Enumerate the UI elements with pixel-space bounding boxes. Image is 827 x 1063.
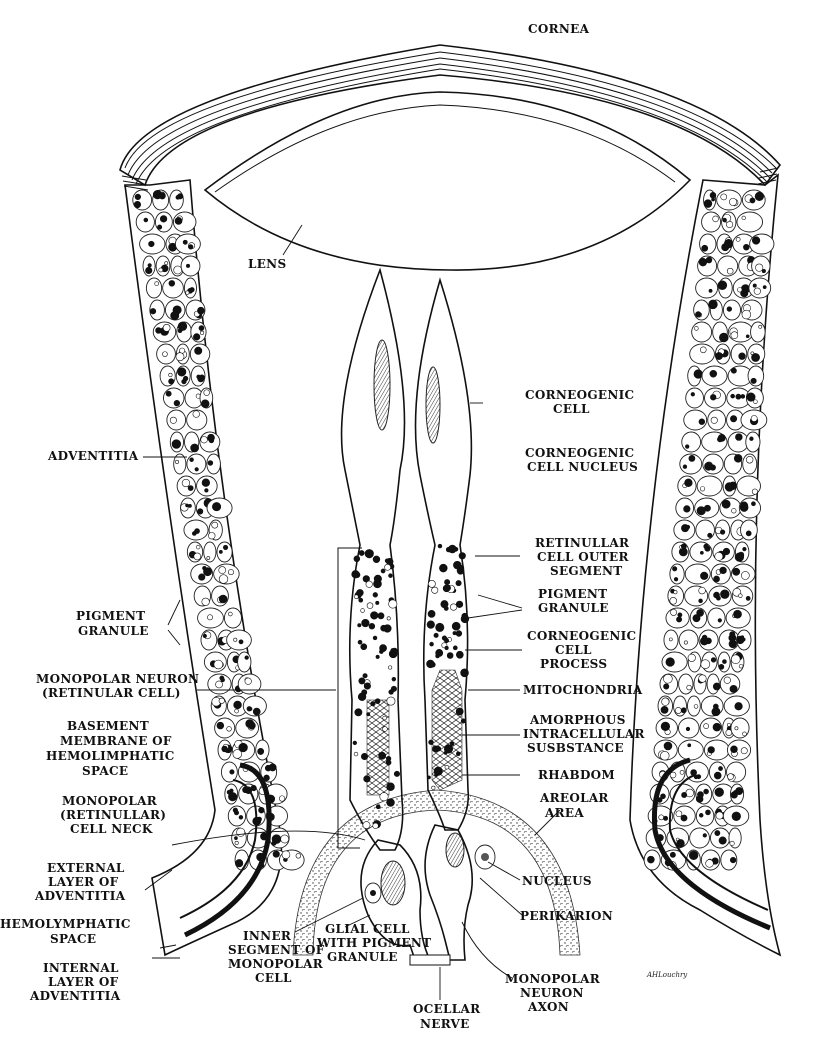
svg-text:AMORPHOUS: AMORPHOUS xyxy=(529,713,626,727)
svg-text:MEMBRANE OF: MEMBRANE OF xyxy=(60,734,172,748)
svg-text:PIGMENT: PIGMENT xyxy=(76,609,145,623)
svg-text:CORNEOGENIC: CORNEOGENIC xyxy=(525,446,634,460)
svg-text:(RETINULAR CELL): (RETINULAR CELL) xyxy=(42,686,181,700)
svg-text:GRANULE: GRANULE xyxy=(327,950,398,964)
hemolymphatic-space-left xyxy=(183,762,272,938)
lens xyxy=(203,91,692,271)
svg-text:OCELLAR: OCELLAR xyxy=(413,1002,481,1016)
svg-text:NEURON: NEURON xyxy=(520,986,584,1000)
label-external-layer: EXTERNAL LAYER OF ADVENTITIA xyxy=(34,861,126,903)
svg-text:ADVENTITIA: ADVENTITIA xyxy=(34,889,126,903)
svg-text:(RETINULLAR): (RETINULLAR) xyxy=(60,808,166,822)
label-pigment-granule-right: PIGMENT GRANULE xyxy=(538,587,609,615)
label-retinullar-outer: RETINULLAR CELL OUTER SEGMENT xyxy=(535,536,630,578)
svg-text:AREA: AREA xyxy=(544,806,584,820)
label-monopolar-neuron: MONOPOLAR NEURON (RETINULAR CELL) xyxy=(36,672,199,700)
label-inner-segment: INNER SEGMENT OF MONOPOLAR CELL xyxy=(228,929,325,985)
label-corneogenic-cell: CORNEOGENIC CELL xyxy=(525,388,634,416)
svg-text:CORNEOGENIC: CORNEOGENIC xyxy=(525,388,634,402)
perikarya xyxy=(360,824,496,966)
svg-text:HEMOLIMPHATIC: HEMOLIMPHATIC xyxy=(46,749,175,763)
svg-text:ADVENTITIA: ADVENTITIA xyxy=(29,989,121,1003)
svg-text:GRANULE: GRANULE xyxy=(538,601,609,615)
svg-text:BASEMENT: BASEMENT xyxy=(67,719,149,733)
label-rhabdom: RHABDOM xyxy=(538,768,615,782)
svg-text:EXTERNAL: EXTERNAL xyxy=(47,861,125,875)
svg-text:SEGMENT: SEGMENT xyxy=(550,564,623,578)
svg-text:SUSBSTANCE: SUSBSTANCE xyxy=(527,741,624,755)
svg-text:INTRACELLULAR: INTRACELLULAR xyxy=(523,727,646,741)
label-areolar-area: AREOLAR AREA xyxy=(539,791,609,820)
label-corneogenic-nucleus: CORNEOGENIC CELL NUCLEUS xyxy=(525,446,638,474)
label-mitochondria: MITOCHONDRIA xyxy=(523,683,643,697)
label-glial-cell: GLIAL CELL WITH PIGMENT GRANULE xyxy=(316,922,431,964)
label-lens: LENS xyxy=(248,257,286,271)
svg-text:AXON: AXON xyxy=(527,1000,569,1014)
retinular-cell-left xyxy=(340,267,406,851)
svg-text:MONOPOLAR NEURON: MONOPOLAR NEURON xyxy=(36,672,199,686)
label-cornea: CORNEA xyxy=(528,22,590,36)
label-amorphous: AMORPHOUS INTRACELLULAR SUSBSTANCE xyxy=(523,713,646,755)
svg-text:RETINULLAR: RETINULLAR xyxy=(535,536,630,550)
label-pigment-granule-left: PIGMENT GRANULE xyxy=(76,609,149,638)
ocellar-nerve-bundle xyxy=(409,954,451,966)
svg-text:PROCESS: PROCESS xyxy=(540,657,607,671)
svg-text:INTERNAL: INTERNAL xyxy=(43,961,119,975)
areolar-area xyxy=(292,789,581,956)
svg-text:AREOLAR: AREOLAR xyxy=(539,791,609,805)
left-wall xyxy=(124,179,305,957)
cornea-striations xyxy=(121,167,779,191)
svg-text:LAYER OF: LAYER OF xyxy=(48,875,119,889)
svg-text:GLIAL CELL: GLIAL CELL xyxy=(325,922,410,936)
svg-text:INNER: INNER xyxy=(243,929,292,943)
label-adventitia: ADVENTITIA xyxy=(47,449,139,463)
hemolymphatic-space-right xyxy=(651,757,771,931)
svg-text:SPACE: SPACE xyxy=(50,932,96,946)
svg-text:CELL: CELL xyxy=(555,643,592,657)
svg-text:GRANULE: GRANULE xyxy=(78,624,149,638)
svg-text:WITH PIGMENT: WITH PIGMENT xyxy=(316,936,431,950)
label-monopolar-axon: MONOPOLAR NEURON AXON xyxy=(505,972,601,1014)
svg-text:HEMOLYMPHATIC: HEMOLYMPHATIC xyxy=(0,917,131,931)
right-wall-cells xyxy=(643,189,775,871)
svg-text:PIGMENT: PIGMENT xyxy=(538,587,607,601)
svg-text:SEGMENT OF: SEGMENT OF xyxy=(228,943,325,957)
retinular-bracket xyxy=(337,547,362,849)
label-hemolymphatic-space: HEMOLYMPHATIC SPACE xyxy=(0,917,131,946)
right-wall xyxy=(629,173,782,957)
svg-text:CELL NECK: CELL NECK xyxy=(70,822,153,836)
svg-text:LAYER OF: LAYER OF xyxy=(48,975,119,989)
svg-text:CELL: CELL xyxy=(255,971,292,985)
svg-text:CELL NUCLEUS: CELL NUCLEUS xyxy=(527,460,638,474)
svg-text:MONOPOLAR: MONOPOLAR xyxy=(505,972,601,986)
retinular-cell-right xyxy=(414,277,473,831)
label-internal-layer: INTERNAL LAYER OF ADVENTITIA xyxy=(29,961,121,1003)
svg-text:MONOPOLAR: MONOPOLAR xyxy=(228,957,324,971)
label-basement-membrane: BASEMENT MEMBRANE OF HEMOLIMPHATIC SPACE xyxy=(46,719,175,778)
svg-text:CORNEOGENIC: CORNEOGENIC xyxy=(527,629,636,643)
svg-text:CELL: CELL xyxy=(553,402,590,416)
label-perikarion: PERIKARION xyxy=(520,909,613,923)
cornea xyxy=(119,44,782,191)
svg-text:CELL OUTER: CELL OUTER xyxy=(537,550,629,564)
label-nucleus: NUCLEUS xyxy=(522,874,592,888)
svg-text:NERVE: NERVE xyxy=(420,1017,470,1031)
label-ocellar-nerve: OCELLAR NERVE xyxy=(413,1002,481,1031)
label-cell-neck: MONOPOLAR (RETINULLAR) CELL NECK xyxy=(60,794,166,836)
label-corneogenic-process: CORNEOGENIC CELL PROCESS xyxy=(527,629,636,671)
left-wall-cells xyxy=(132,189,305,871)
svg-text:MONOPOLAR: MONOPOLAR xyxy=(62,794,158,808)
leader-lines xyxy=(143,224,561,1000)
svg-text:SPACE: SPACE xyxy=(82,764,128,778)
artist-signature: AHLouchry xyxy=(646,971,688,979)
